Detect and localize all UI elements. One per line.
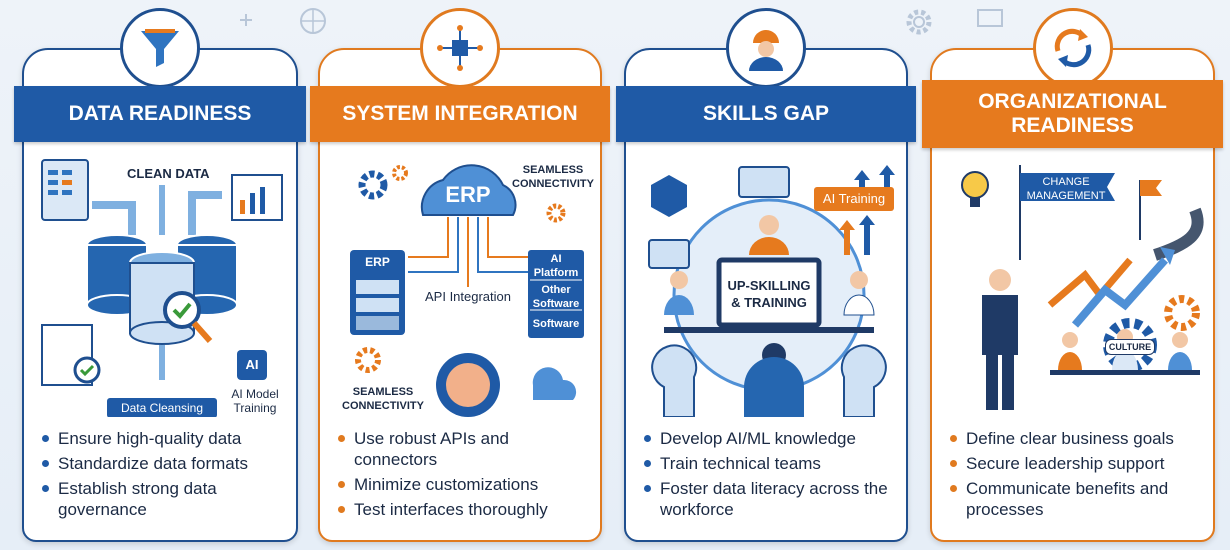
plus-icon xyxy=(240,14,252,26)
panel-title: DATA READINESS xyxy=(14,86,306,142)
panel-organizational-readiness: ORGANIZATIONAL READINESS CHANGE MANAGEME… xyxy=(922,8,1223,542)
skills-illustration: AI Training UP-SKILLING & TRAINING xyxy=(634,155,898,417)
software-label: Software xyxy=(532,318,580,330)
bullet-item: Foster data literacy across the workforc… xyxy=(644,478,896,520)
bullet-item: Establish strong data governance xyxy=(42,478,286,520)
gear-icon xyxy=(392,165,408,181)
bullet-item: Secure leadership support xyxy=(950,453,1203,474)
bullet-list: Define clear business goals Secure leade… xyxy=(950,428,1203,524)
monitor-icon xyxy=(977,9,1003,27)
ai-platform-label: AI Platform xyxy=(533,253,579,279)
ai-training-badge: AI Training xyxy=(814,187,894,211)
bullet-item: Standardize data formats xyxy=(42,453,286,474)
bullet-list: Develop AI/ML knowledge Train technical … xyxy=(644,428,896,524)
api-integration-label: API Integration xyxy=(425,289,511,304)
network-icon xyxy=(420,8,500,88)
erp-server-label: ERP xyxy=(365,255,390,269)
change-management-flag: CHANGE MANAGEMENT xyxy=(1026,176,1106,202)
organization-illustration: CHANGE MANAGEMENT CULTURE xyxy=(940,155,1205,417)
clean-data-label: CLEAN DATA xyxy=(127,166,210,181)
bullet-item: Define clear business goals xyxy=(950,428,1203,449)
panel-title: SKILLS GAP xyxy=(616,86,916,142)
data-cleansing-label: Data Cleansing xyxy=(120,401,204,415)
ai-chip-icon: AI xyxy=(245,357,259,372)
panel-skills-gap: SKILLS GAP AI Training UP-SKILLING & TRA… xyxy=(616,8,916,542)
bullet-list: Ensure high-quality data Standardize dat… xyxy=(42,428,286,524)
seamless-connectivity-label: SEAMLESS CONNECTIVITY xyxy=(342,386,424,412)
gear-icon xyxy=(546,203,566,223)
upskilling-label: UP-SKILLING & TRAINING xyxy=(727,278,811,310)
worker-helmet-icon xyxy=(726,8,806,88)
data-illustration: CLEAN DATA Data Cleansing AI AI Model Tr… xyxy=(32,155,288,417)
bullet-item: Test interfaces thoroughly xyxy=(338,499,590,520)
panel-title: ORGANIZATIONAL READINESS xyxy=(922,80,1223,148)
integration-illustration: ERP SEAMLESS CONNECTIVITY ERP AI Platfor… xyxy=(328,155,594,417)
bullet-item: Develop AI/ML knowledge xyxy=(644,428,896,449)
ai-model-training-label: AI Model Training xyxy=(231,387,279,415)
bullet-item: Ensure high-quality data xyxy=(42,428,286,449)
bullet-item: Communicate benefits and processes xyxy=(950,478,1203,520)
gear-icon xyxy=(906,9,932,35)
panel-data-readiness: DATA READINESS CLEAN DATA Data Cleansing… xyxy=(14,8,306,542)
bullet-list: Use robust APIs and connectors Minimize … xyxy=(338,428,590,524)
gear-icon xyxy=(355,347,381,373)
bullet-item: Use robust APIs and connectors xyxy=(338,428,590,470)
panel-system-integration: SYSTEM INTEGRATION ERP SEAMLESS CONNECTI… xyxy=(310,8,610,542)
seamless-connectivity-label: SEAMLESS CONNECTIVITY xyxy=(512,164,594,190)
globe-icon xyxy=(300,8,326,34)
sync-arrows-icon xyxy=(1032,8,1113,88)
erp-cloud-label: ERP xyxy=(445,182,491,207)
other-software-label: Other Software xyxy=(532,284,580,310)
gear-icon xyxy=(1164,295,1200,331)
culture-label: CULTURE xyxy=(1105,339,1155,355)
bullet-item: Train technical teams xyxy=(644,453,896,474)
funnel-icon xyxy=(120,8,200,88)
gear-icon xyxy=(358,170,388,200)
panel-title: SYSTEM INTEGRATION xyxy=(310,86,610,142)
bullet-item: Minimize customizations xyxy=(338,474,590,495)
